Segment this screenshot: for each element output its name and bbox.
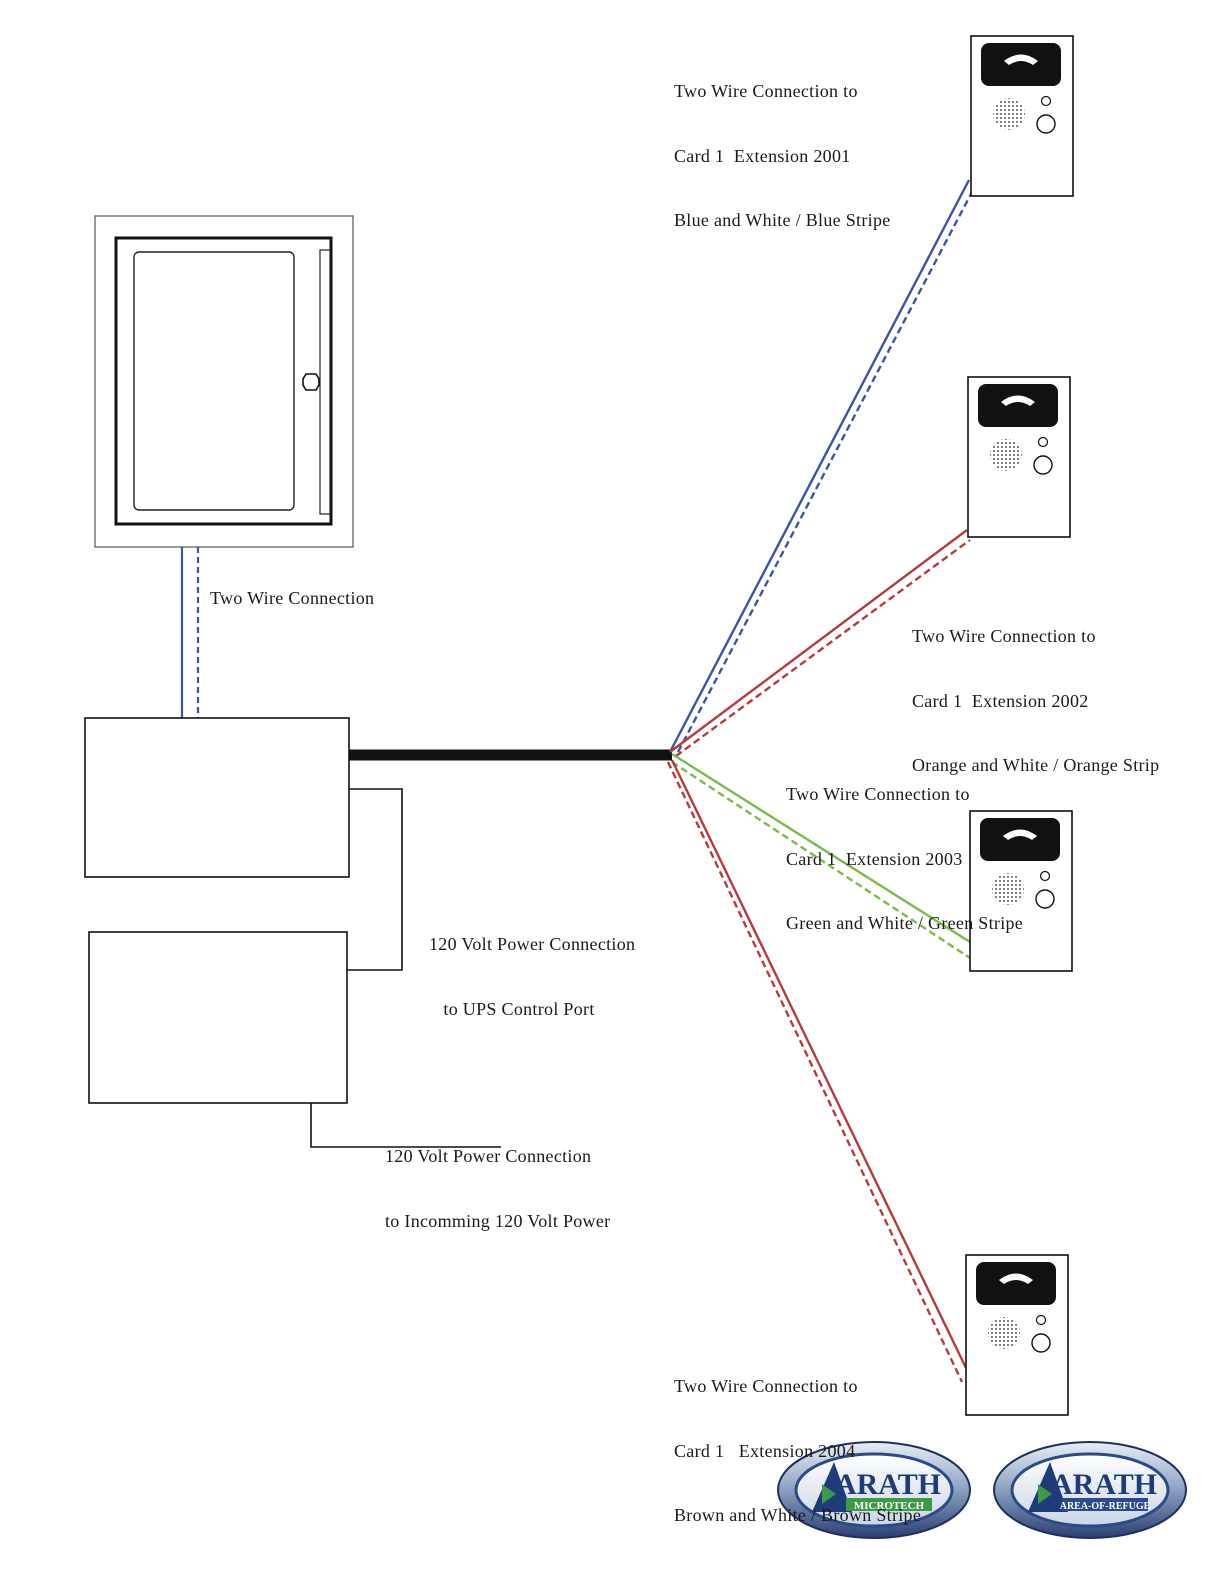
logo-right-sub: AREA-OF-REFUGE: [1060, 1501, 1151, 1512]
speaker-grille-icon: [992, 873, 1024, 905]
call-station-2001: [970, 35, 1074, 197]
phone-handset-icon: [1003, 829, 1037, 840]
cabinet-lock-icon: [302, 373, 320, 391]
call-station-2002: [967, 376, 1071, 538]
ups-power-line: [347, 788, 403, 971]
station1-label: Two Wire Connection to Card 1 Extension …: [674, 81, 891, 230]
mains-power-line: [310, 1103, 501, 1148]
button-small-icon: [1037, 436, 1049, 448]
button-large-icon: [1033, 455, 1053, 475]
mains-link-label: 120 Volt Power Connection to Incomming 1…: [385, 1146, 611, 1231]
arath-area-of-refuge-logo: ARATH AREA-OF-REFUGE: [993, 1441, 1187, 1539]
button-small-icon: [1040, 95, 1052, 107]
enclosure-cabinet: [94, 215, 354, 548]
phone-handset-icon: [1001, 395, 1035, 406]
button-small-icon: [1035, 1314, 1047, 1326]
phone-handset-icon: [1004, 54, 1038, 65]
button-large-icon: [1031, 1333, 1051, 1353]
call-station-2003: [969, 810, 1073, 972]
logo-right-main: ARATH: [1051, 1468, 1157, 1501]
cabinet-pair-wires: [180, 547, 200, 718]
button-large-icon: [1036, 114, 1056, 134]
station1-pair-wires: [668, 179, 974, 753]
station4-label: Two Wire Connection to Card 1 Extension …: [674, 1376, 922, 1525]
logo-left-main: ARATH: [835, 1468, 941, 1501]
controller-box: [84, 717, 350, 878]
arath-microtech-logo: ARATH MICROTECH: [777, 1441, 971, 1539]
station2-pair-wires: [669, 529, 971, 757]
station3-label: Two Wire Connection to Card 1 Extension …: [786, 784, 1024, 933]
station2-label: Two Wire Connection to Card 1 Extension …: [912, 626, 1160, 775]
speaker-grille-icon: [993, 98, 1025, 130]
ups-box: [88, 931, 348, 1104]
call-station-2004: [965, 1254, 1069, 1416]
station4-pair-wires: [666, 759, 968, 1383]
button-large-icon: [1035, 889, 1055, 909]
button-small-icon: [1039, 870, 1051, 882]
ups-link-label: 120 Volt Power Connection to UPS Control…: [429, 934, 636, 1019]
speaker-grille-icon: [988, 1317, 1020, 1349]
phone-handset-icon: [999, 1273, 1033, 1284]
logo-left-sub: MICROTECH: [854, 1500, 925, 1512]
cabinet-link-label: Two Wire Connection: [210, 588, 375, 608]
speaker-grille-icon: [990, 439, 1022, 471]
station3-pair-wires: [671, 752, 971, 960]
